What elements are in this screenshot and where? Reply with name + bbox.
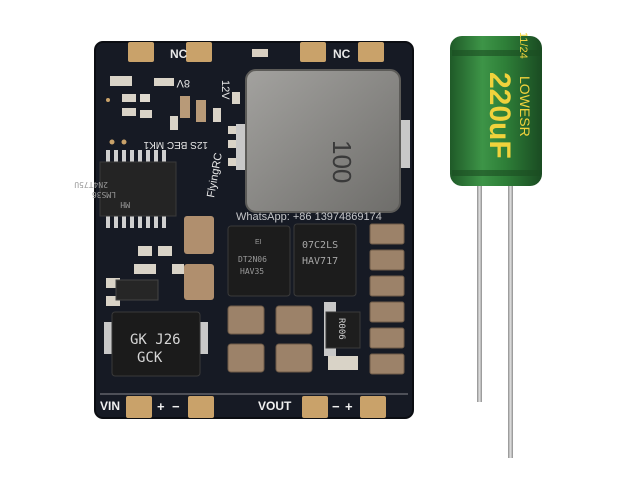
cap-value: 220uF bbox=[483, 72, 516, 159]
mosfet-a-line2: DT2N06 bbox=[238, 255, 267, 264]
vin-minus: − bbox=[172, 399, 180, 414]
vin-plus: + bbox=[157, 399, 165, 414]
smd-small-parts bbox=[106, 76, 240, 306]
electrolytic-capacitor: 220uF LOWESR 11/24 bbox=[450, 32, 542, 458]
resistor-code: R006 bbox=[336, 318, 346, 340]
ic-left-line3: MH bbox=[120, 200, 130, 209]
vout-plus: + bbox=[345, 399, 353, 414]
cap-date: 11/24 bbox=[517, 32, 529, 59]
silk-voltage-out: 12V bbox=[219, 80, 231, 100]
bottom-pads bbox=[126, 396, 386, 418]
cap-lead-right bbox=[508, 180, 513, 458]
vout-minus: − bbox=[332, 399, 340, 414]
vout-label: VOUT bbox=[258, 399, 292, 413]
sot-chip bbox=[115, 279, 159, 301]
small-resistor-top bbox=[252, 49, 268, 57]
nc-label-right: NC bbox=[333, 47, 351, 61]
mosfet-b-line1: 07C2LS bbox=[302, 240, 338, 251]
pcb-board: NC NC VIN + − VOUT − + bbox=[74, 41, 414, 419]
vin-label: VIN bbox=[100, 399, 120, 413]
ceramic-cap-1 bbox=[184, 216, 214, 254]
diode-gk: GK J26 GCK bbox=[104, 311, 208, 377]
cap-esr: LOWESR bbox=[517, 76, 533, 137]
cap-body bbox=[450, 36, 542, 186]
ic-left-line1: 2N4T75U bbox=[74, 180, 108, 189]
diode-line1: GK J26 bbox=[130, 332, 181, 348]
top-pads bbox=[128, 42, 384, 62]
sense-resistor: R006 bbox=[324, 302, 361, 370]
inductor: 100 bbox=[236, 69, 410, 213]
cap-lead-left bbox=[477, 180, 482, 402]
mosfet-a-line1: EI bbox=[255, 239, 262, 246]
diode-line2: GCK bbox=[137, 350, 163, 366]
ceramic-cap-grid bbox=[227, 223, 405, 375]
mosfet-b-line2: HAV717 bbox=[302, 256, 338, 267]
ic-left-line2: LMS36 bbox=[92, 190, 116, 199]
ic-left-chip: 2N4T75U LMS36 MH bbox=[74, 150, 177, 228]
silk-voltage-in: 8V bbox=[176, 77, 190, 89]
watermark: WhatsApp: +86 13974869174 bbox=[236, 211, 382, 223]
ceramic-cap-2 bbox=[184, 264, 214, 300]
inductor-code: 100 bbox=[327, 140, 357, 183]
silk-model: 12S BEC MK1 bbox=[143, 139, 208, 150]
nc-label-left: NC bbox=[170, 47, 188, 61]
mosfet-b: 07C2LS HAV717 bbox=[293, 223, 357, 297]
mosfet-a: EI DT2N06 HAV35 bbox=[227, 225, 291, 297]
mosfet-a-line3: HAV35 bbox=[240, 267, 264, 276]
